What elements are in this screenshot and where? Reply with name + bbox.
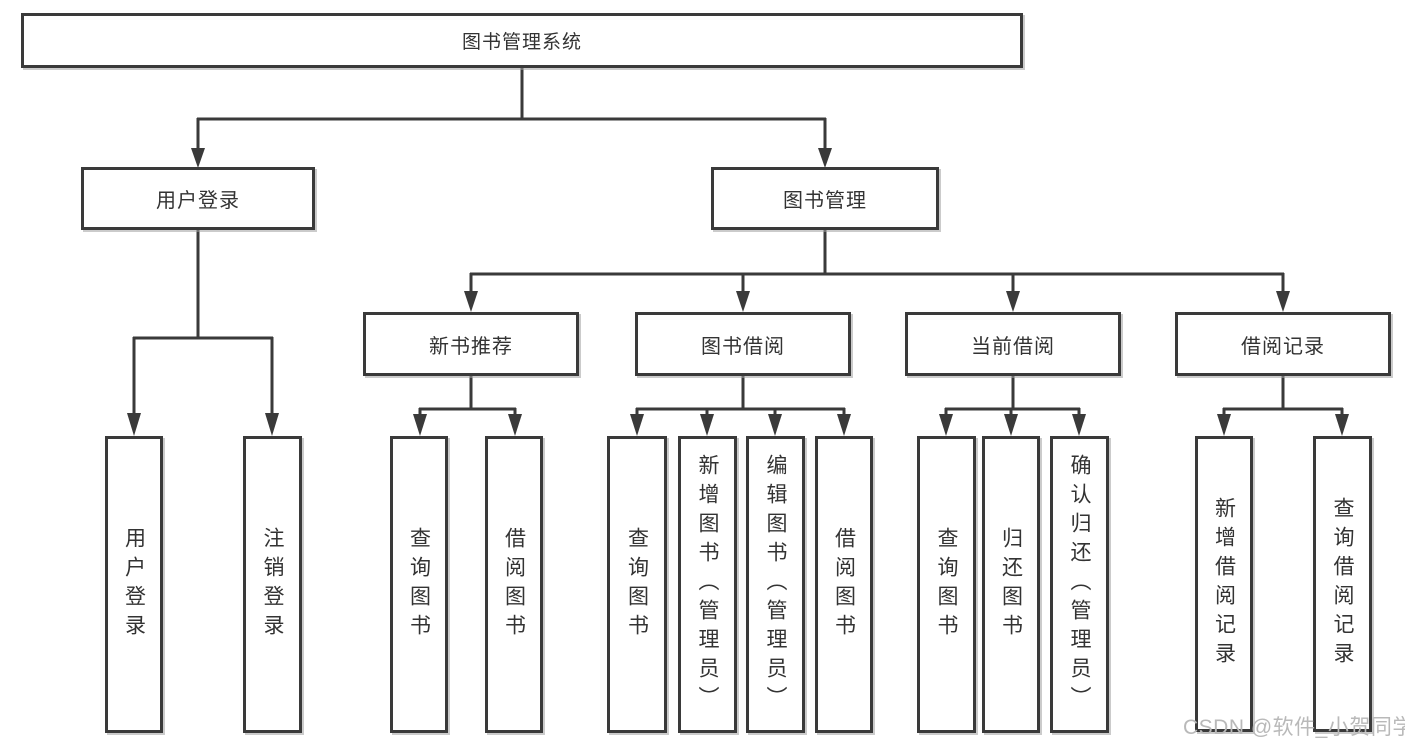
node-borrow-books-recommend: 借阅图书 [485,436,543,733]
node-query-books-current: 查询图书 [917,436,976,733]
node-current-borrow: 当前借阅 [905,312,1121,376]
node-query-borrow-record: 查询借阅记录 [1313,436,1372,732]
node-add-borrow-record: 新增借阅记录 [1195,436,1253,732]
watermark-text: CSDN @软件_小贺同学 [1183,716,1405,739]
node-book-management: 图书管理 [711,167,939,230]
arrowhead-icons [127,148,1349,436]
node-query-books-recommend: 查询图书 [390,436,448,733]
node-library-system: 图书管理系统 [21,13,1023,68]
node-borrow-books: 借阅图书 [815,436,873,733]
node-new-book-recommend: 新书推荐 [363,312,579,376]
node-user-login-group: 用户登录 [81,167,315,230]
node-add-books-admin: 新增图书（管理员） [678,436,737,733]
node-confirm-return-admin: 确认归还（管理员） [1050,436,1109,733]
node-logout: 注销登录 [243,436,302,733]
node-edit-books-admin: 编辑图书（管理员） [746,436,805,733]
node-query-books-borrow: 查询图书 [607,436,667,733]
node-return-books: 归还图书 [982,436,1040,733]
node-book-borrow: 图书借阅 [635,312,851,376]
node-borrow-records: 借阅记录 [1175,312,1391,376]
node-user-login: 用户登录 [105,436,163,733]
